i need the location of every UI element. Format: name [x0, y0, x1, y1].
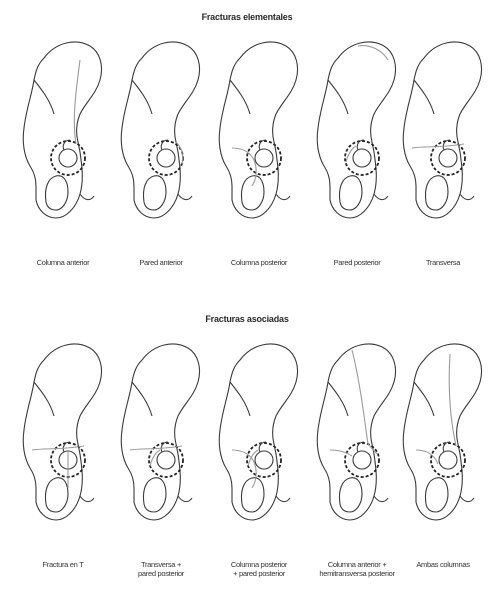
pelvis-diagram-icon — [14, 332, 112, 547]
caption-line-2: hemitransversa posterior — [319, 569, 394, 578]
caption-line-2: + pared posterior — [233, 569, 285, 578]
caption-line-1: Transversa + — [141, 560, 181, 569]
figure-anterior-wall: Pared anterior — [112, 30, 210, 245]
pelvis-diagram-icon — [112, 332, 210, 547]
figure-transverse: Transversa — [394, 30, 492, 245]
caption-line-1: Columna anterior + — [328, 560, 387, 569]
pelvis-diagram-icon — [308, 332, 406, 547]
pelvis-diagram-icon — [394, 332, 492, 547]
section-title-elementales: Fracturas elementales — [0, 12, 494, 22]
caption-line-2: pared posterior — [138, 569, 184, 578]
caption-line-1: Columna posterior — [231, 560, 287, 569]
figure-both-columns: Ambas columnas — [394, 332, 492, 547]
figure-caption: Transversa +pared posterior — [108, 560, 214, 578]
pelvis-diagram-icon — [308, 30, 406, 245]
pelvis-diagram-icon — [112, 30, 210, 245]
figure-t-shaped: Fractura en T — [14, 332, 112, 547]
figure-posterior-column-wall: Columna posterior+ pared posterior — [210, 332, 308, 547]
figure-caption: Transversa — [390, 258, 494, 267]
section-title-asociadas: Fracturas asociadas — [0, 314, 494, 324]
figure-anterior-column-hemitransverse: Columna anterior +hemitransversa posteri… — [308, 332, 406, 547]
pelvis-diagram-icon — [14, 30, 112, 245]
figure-posterior-wall: Pared posterior — [308, 30, 406, 245]
figure-transverse-posterior-wall: Transversa +pared posterior — [112, 332, 210, 547]
pelvis-diagram-icon — [210, 332, 308, 547]
figure-caption: Columna posterior — [206, 258, 312, 267]
figure-anterior-column: Columna anterior — [14, 30, 112, 245]
pelvis-diagram-icon — [210, 30, 308, 245]
figure-caption: Ambas columnas — [390, 560, 494, 569]
figure-caption: Columna anterior — [10, 258, 116, 267]
figure-caption: Pared anterior — [108, 258, 214, 267]
figure-posterior-column: Columna posterior — [210, 30, 308, 245]
pelvis-diagram-icon — [394, 30, 492, 245]
figure-caption: Columna posterior+ pared posterior — [206, 560, 312, 578]
figure-caption: Fractura en T — [10, 560, 116, 569]
